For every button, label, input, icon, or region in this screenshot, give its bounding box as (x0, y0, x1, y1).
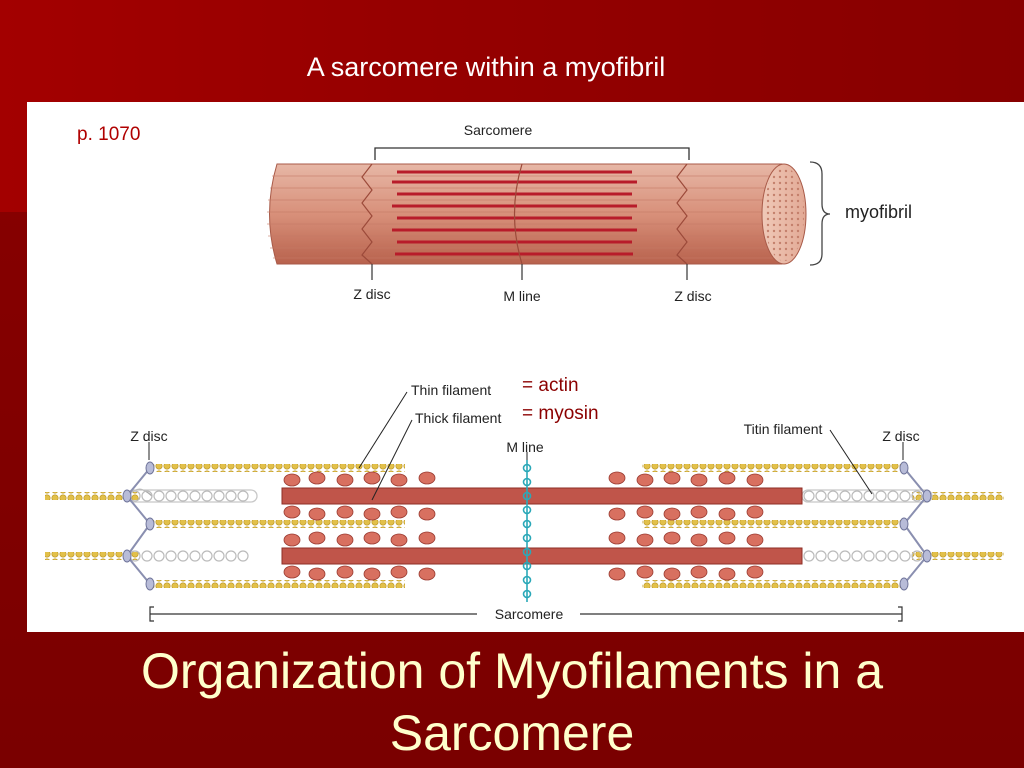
myofibril-brace (809, 161, 831, 266)
z-disc-nodes (122, 461, 932, 591)
page-reference: p. 1070 (77, 124, 141, 145)
z-disc-label-bottom-right: Z disc (882, 428, 919, 444)
sarcomere-label-bottom: Sarcomere (495, 606, 564, 622)
z-disc-label-top-right: Z disc (674, 288, 711, 304)
z-disc-label-bottom-left: Z disc (130, 428, 167, 444)
filament-diagram (45, 460, 1004, 602)
sarcomere-bracket-top (374, 147, 690, 160)
m-line-structure (522, 460, 532, 602)
sarcomere-measure-bar (149, 606, 903, 622)
titin-filament-label: Titin filament (744, 421, 823, 437)
slide-subtitle: A sarcomere within a myofibril (306, 52, 666, 82)
sarcomere-label-top: Sarcomere (464, 122, 533, 138)
z-disc-label-top-left: Z disc (353, 286, 390, 302)
filament-row-lower (45, 531, 1004, 588)
figure-panel: p. 1070 (27, 102, 1024, 632)
slide-title-line-2: Sarcomere (389, 705, 635, 761)
m-line-label-bottom: M line (506, 439, 544, 455)
myosin-key: = myosin (522, 403, 599, 424)
sarcomere-diagram: Sarcomere Z disc M line Z disc (45, 122, 1004, 622)
thick-filament-label: Thick filament (415, 410, 501, 426)
slide-title: Organization of Myofilaments in a Sarcom… (0, 640, 1024, 764)
m-line-label-top: M line (503, 288, 541, 304)
myofibril-label: myofibril (845, 202, 913, 222)
myofibril-cylinder (267, 163, 807, 265)
bottom-leader-lines (148, 391, 904, 501)
top-label-ticks (371, 264, 688, 280)
actin-key: = actin (522, 375, 579, 396)
filament-row-upper (45, 464, 1004, 528)
slide-title-line-1: Organization of Myofilaments in a (140, 643, 884, 699)
thin-filament-label: Thin filament (411, 382, 491, 398)
